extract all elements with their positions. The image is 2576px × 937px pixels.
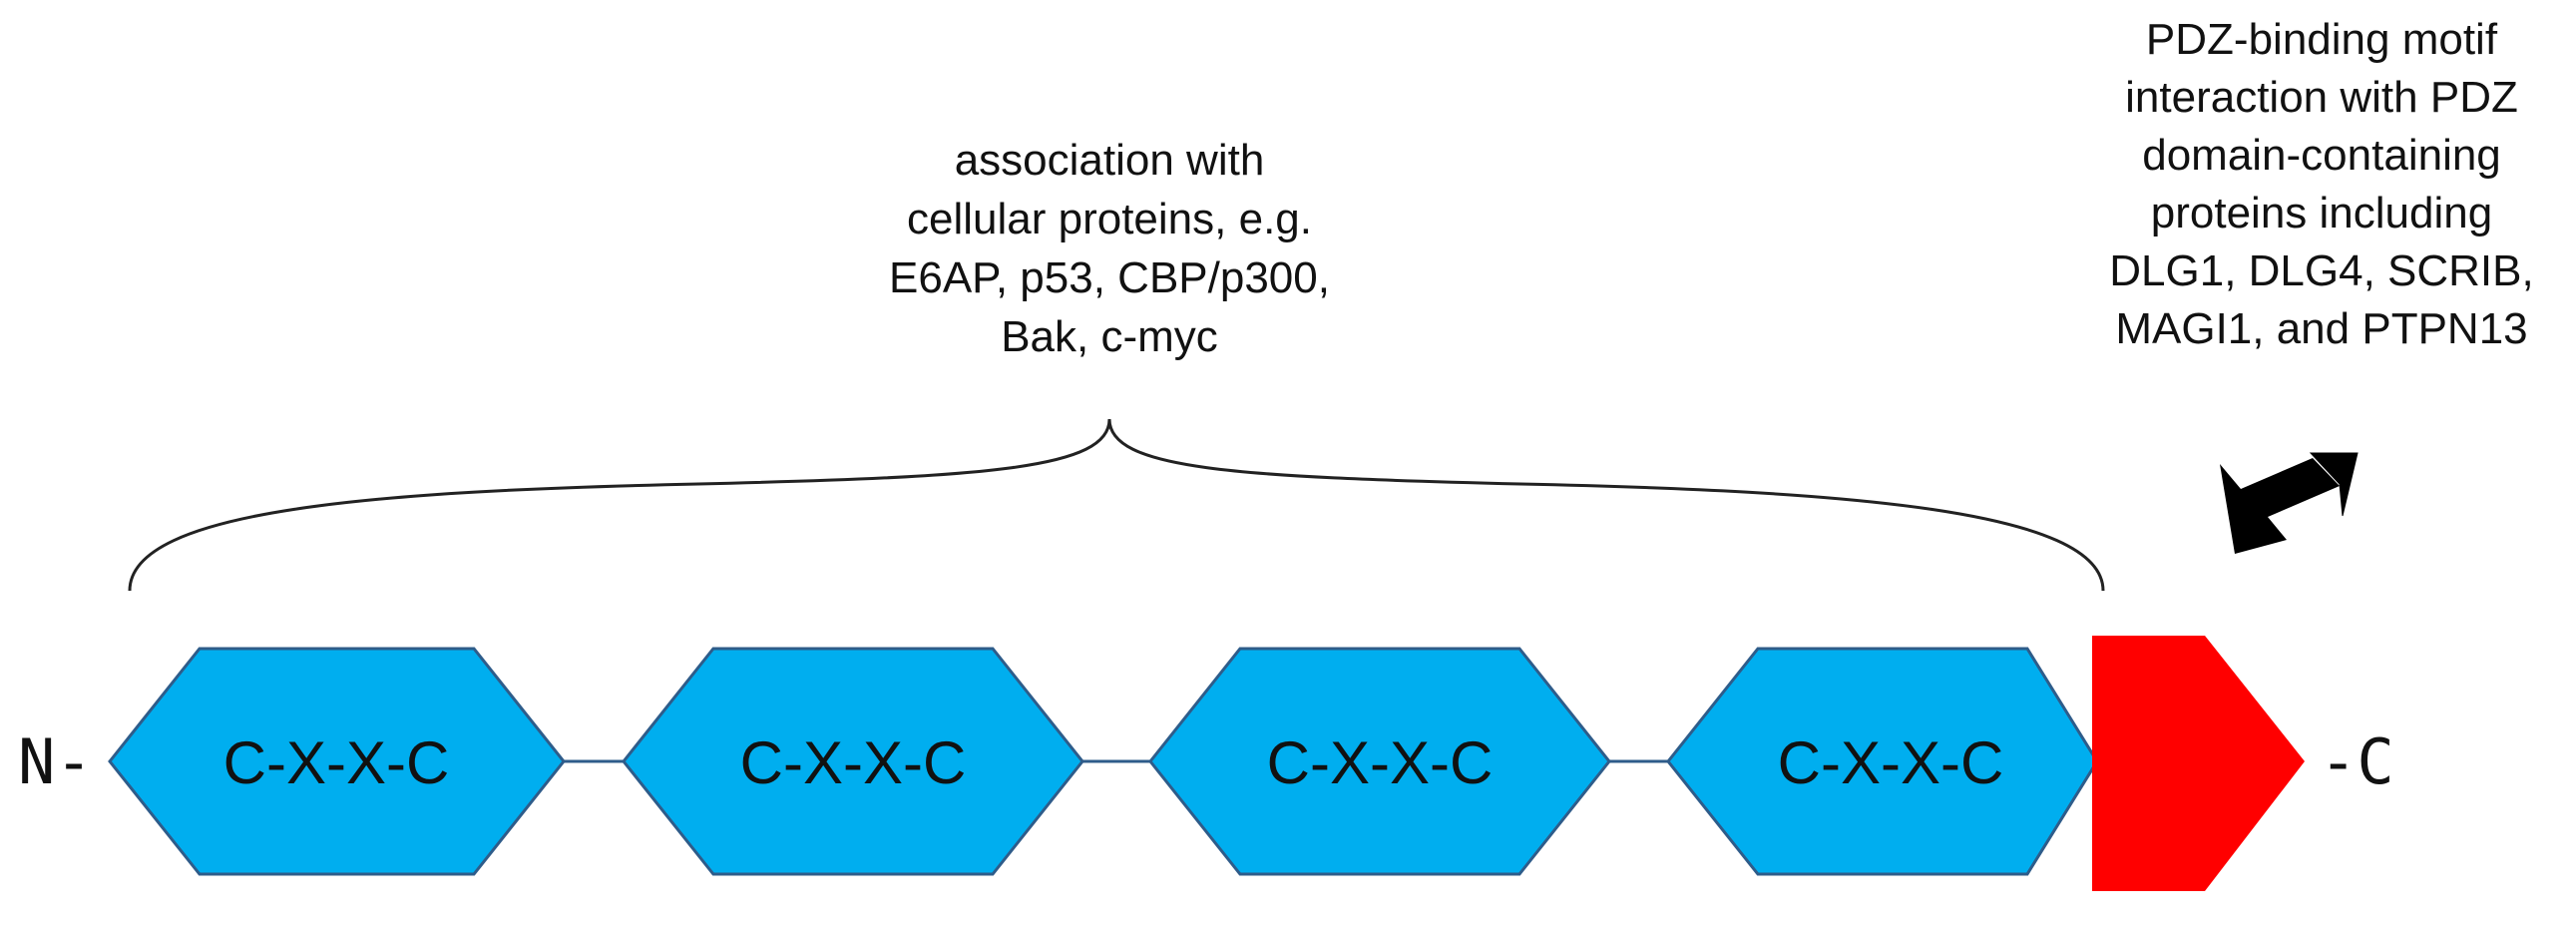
brace-annotation-line: Bak, c-myc: [1001, 312, 1218, 361]
curly-brace: [128, 418, 2105, 592]
cxxc-domain: [108, 647, 566, 876]
pbm-annotation: PDZ-binding motif interaction with PDZ d…: [2109, 15, 2533, 353]
cxxc-domain-label: C-X-X-C: [1267, 729, 1494, 796]
brace-annotation-line: E6AP, p53, CBP/p300,: [889, 253, 1330, 302]
pbm-annotation-line: domain-containing: [2142, 131, 2501, 180]
pbm-annotation-line: MAGI1, and PTPN13: [2115, 304, 2527, 353]
brace-annotation: association with cellular proteins, e.g.…: [889, 136, 1330, 361]
cxxc-domain-label: C-X-X-C: [1778, 729, 2004, 796]
pbm-annotation-line: DLG1, DLG4, SCRIB,: [2109, 246, 2533, 295]
c-terminus-label: -C: [2320, 725, 2394, 798]
pdz-binding-motif: [2092, 636, 2305, 891]
cxxc-domain-label: C-X-X-C: [740, 729, 967, 796]
cxxc-domain: [1148, 647, 1611, 876]
cxxc-domain: [622, 647, 1084, 876]
pdz-motif-arrow-icon: [2309, 452, 2359, 517]
pbm-annotation-line: proteins including: [2151, 189, 2492, 237]
pdz-motif-arrow-icon: [2220, 458, 2340, 554]
n-terminus-label: N-: [18, 725, 93, 798]
brace-annotation-line: association with: [955, 136, 1265, 185]
pbm-annotation-line: PDZ-binding motif: [2146, 15, 2498, 64]
brace-annotation-line: cellular proteins, e.g.: [907, 195, 1312, 243]
cxxc-domains: C-X-X-C C-X-X-C C-X-X-C C-X-X-C: [108, 647, 2099, 876]
pbm-annotation-line: interaction with PDZ: [2125, 73, 2518, 122]
cxxc-domain-label: C-X-X-C: [223, 729, 450, 796]
